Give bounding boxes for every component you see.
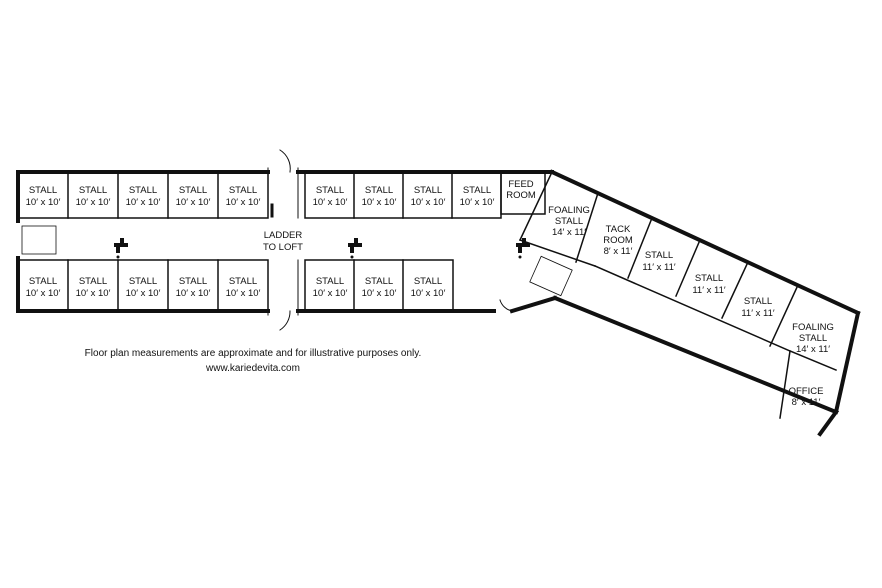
svg-text:STALL: STALL [799,333,827,344]
svg-text:8′ x 11′: 8′ x 11′ [604,246,633,257]
wing-corridor-wall [594,265,791,352]
wing-wall-top [549,169,861,316]
center-door-bottom [279,310,291,331]
svg-text:STALL: STALL [365,276,393,287]
svg-text:10′ x 10′: 10′ x 10′ [126,288,161,299]
svg-text:14′ x 11′: 14′ x 11′ [552,227,586,238]
faucet-icon [348,238,362,259]
svg-text:STALL: STALL [555,216,583,227]
svg-text:10′ x 10′: 10′ x 10′ [76,197,111,208]
svg-text:10′ x 10′: 10′ x 10′ [126,197,161,208]
svg-text:10′ x 10′: 10′ x 10′ [411,197,446,208]
svg-text:STALL: STALL [29,276,57,287]
svg-text:10′ x 10′: 10′ x 10′ [362,288,397,299]
svg-text:10′ x 10′: 10′ x 10′ [26,288,61,299]
website-link[interactable]: www.kariedevita.com [206,363,300,374]
svg-text:STALL: STALL [229,185,257,196]
svg-text:10′ x 10′: 10′ x 10′ [226,288,261,299]
svg-text:FEED: FEED [508,179,533,190]
svg-text:10′ x 10′: 10′ x 10′ [76,288,111,299]
svg-text:TACK: TACK [606,224,631,235]
svg-text:10′ x 10′: 10′ x 10′ [313,288,348,299]
svg-text:STALL: STALL [744,296,772,307]
svg-text:ROOM: ROOM [603,235,633,246]
svg-text:ROOM: ROOM [506,190,536,201]
svg-text:STALL: STALL [365,185,393,196]
faucet-icon [516,238,530,259]
svg-text:STALL: STALL [414,185,442,196]
svg-text:STALL: STALL [129,185,157,196]
svg-text:OFFICE: OFFICE [789,386,824,397]
svg-text:11′ x 11′: 11′ x 11′ [741,308,775,319]
svg-text:10′ x 10′: 10′ x 10′ [176,197,211,208]
svg-text:FOALING: FOALING [548,205,590,216]
svg-text:11′ x 11′: 11′ x 11′ [642,262,676,273]
svg-text:STALL: STALL [79,276,107,287]
svg-text:STALL: STALL [179,276,207,287]
svg-text:10′ x 10′: 10′ x 10′ [460,197,495,208]
svg-text:STALL: STALL [463,185,491,196]
center-door-top [279,149,291,173]
svg-text:STALL: STALL [179,185,207,196]
svg-text:STALL: STALL [316,276,344,287]
svg-text:STALL: STALL [414,276,442,287]
svg-text:STALL: STALL [645,250,673,261]
svg-text:11′ x 11′: 11′ x 11′ [692,285,726,296]
faucet-icon [114,238,128,259]
svg-text:STALL: STALL [79,185,107,196]
svg-text:10′ x 10′: 10′ x 10′ [176,288,211,299]
disclaimer-text: Floor plan measurements are approximate … [84,348,422,359]
svg-text:STALL: STALL [129,276,157,287]
svg-text:LADDER: LADDER [264,230,303,241]
svg-text:10′ x 10′: 10′ x 10′ [313,197,348,208]
svg-text:10′ x 10′: 10′ x 10′ [26,197,61,208]
svg-text:TO LOFT: TO LOFT [263,242,303,253]
svg-text:10′ x 10′: 10′ x 10′ [226,197,261,208]
svg-text:10′ x 10′: 10′ x 10′ [362,197,397,208]
footer-note: Floor plan measurements are approximate … [18,346,488,376]
svg-text:STALL: STALL [29,185,57,196]
outer-wall-bottom-stub [509,295,558,314]
svg-text:FOALING: FOALING [792,322,834,333]
wing-wall-bottom [552,295,840,437]
wing-wall-end [833,310,861,415]
svg-text:STALL: STALL [695,273,723,284]
svg-text:14′ x 11′: 14′ x 11′ [796,344,830,355]
svg-text:STALL: STALL [229,276,257,287]
svg-text:8′ x 11′: 8′ x 11′ [792,397,821,408]
svg-text:10′ x 10′: 10′ x 10′ [411,288,446,299]
svg-text:STALL: STALL [316,185,344,196]
